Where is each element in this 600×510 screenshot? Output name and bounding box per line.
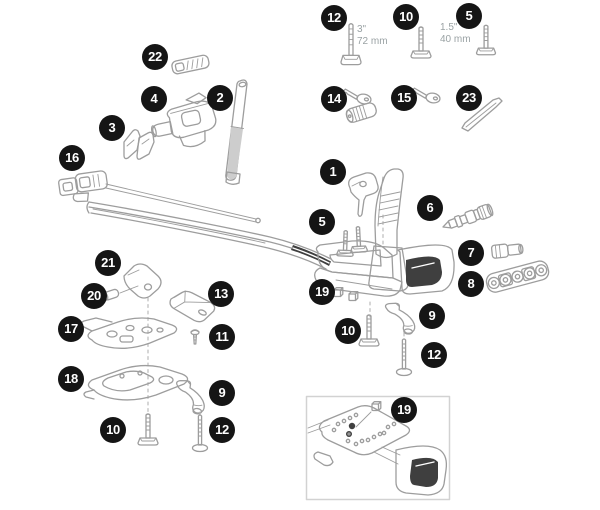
callout-20: 20 bbox=[81, 283, 107, 309]
callout-18: 18 bbox=[58, 366, 84, 392]
callout-19: 19 bbox=[309, 279, 335, 305]
part-3-bracket-drawing bbox=[124, 130, 154, 159]
part-22-pad-drawing bbox=[171, 54, 210, 74]
callout-16: 16 bbox=[59, 145, 85, 171]
measurement-inches: 3" bbox=[357, 24, 367, 35]
part-18-plate-drawing bbox=[84, 366, 188, 400]
callout-10: 10 bbox=[393, 4, 419, 30]
callout-17: 17 bbox=[58, 316, 84, 342]
measurement-inches: 1.5" bbox=[440, 22, 458, 33]
callout-22: 22 bbox=[142, 44, 168, 70]
measurement-mm: 40 mm bbox=[440, 34, 471, 45]
part-19-nuts-drawing bbox=[333, 287, 359, 302]
callout-10: 10 bbox=[100, 417, 126, 443]
callout-23: 23 bbox=[456, 85, 482, 111]
measurement-mm: 72 mm bbox=[357, 36, 388, 47]
callout-13: 13 bbox=[208, 281, 234, 307]
callout-12: 12 bbox=[209, 417, 235, 443]
part-9-hook-drawing bbox=[383, 301, 417, 336]
measurement-label-40mm: 1.5" 40 mm bbox=[440, 22, 471, 46]
part-9-hook-drawing bbox=[172, 378, 209, 416]
callout-7: 7 bbox=[458, 240, 484, 266]
part-13-wedge-drawing bbox=[168, 289, 217, 324]
part-7-adapter-drawing bbox=[491, 242, 523, 258]
callout-9: 9 bbox=[419, 303, 445, 329]
part-4-clamp-drawing bbox=[146, 91, 220, 154]
bottom-left-cluster bbox=[81, 264, 217, 453]
part-16-buckle-cable-drawing bbox=[58, 170, 260, 222]
center-bottom-hardware bbox=[358, 301, 417, 377]
part-8-knob-strip-drawing bbox=[485, 259, 551, 294]
part-5-bolt-drawing bbox=[475, 24, 497, 56]
callout-8: 8 bbox=[458, 271, 484, 297]
part-12-bolt-drawing bbox=[191, 414, 209, 453]
callout-2: 2 bbox=[207, 85, 233, 111]
callout-12: 12 bbox=[321, 5, 347, 31]
part-21-hook-drawing bbox=[124, 264, 161, 298]
callout-6: 6 bbox=[417, 195, 443, 221]
part-23-hex-key-drawing bbox=[462, 98, 502, 131]
callout-14: 14 bbox=[321, 86, 347, 112]
callout-1: 1 bbox=[320, 159, 346, 185]
callout-5: 5 bbox=[309, 209, 335, 235]
part-10-bolt-drawing bbox=[358, 314, 380, 347]
part-6-knob-drawing bbox=[441, 203, 494, 233]
callout-4: 4 bbox=[141, 86, 167, 112]
callout-9: 9 bbox=[209, 380, 235, 406]
part-2-tube-drawing bbox=[226, 80, 247, 184]
callout-15: 15 bbox=[391, 85, 417, 111]
part-14-lock-cylinder-drawing bbox=[345, 102, 378, 124]
callout-19: 19 bbox=[391, 397, 417, 423]
wheel-tray-rail-drawing bbox=[87, 202, 331, 269]
inset-detail-box bbox=[307, 397, 450, 500]
callout-21: 21 bbox=[95, 250, 121, 276]
callout-11: 11 bbox=[209, 324, 235, 350]
part-10-bolt-drawing bbox=[137, 413, 159, 446]
callout-5: 5 bbox=[456, 3, 482, 29]
part-10-bolt-40mm-drawing bbox=[410, 26, 432, 59]
measurement-label-72mm: 3" 72 mm bbox=[357, 24, 388, 48]
callout-12: 12 bbox=[421, 342, 447, 368]
callout-3: 3 bbox=[99, 115, 125, 141]
part-17-plate-drawing bbox=[81, 318, 177, 348]
part-1-lever-drawing bbox=[349, 173, 378, 216]
part-11-screw-drawing bbox=[191, 330, 199, 344]
part-1-assembly-drawing bbox=[315, 169, 454, 317]
part-12-bolt-drawing bbox=[395, 338, 413, 377]
callout-10: 10 bbox=[335, 318, 361, 344]
